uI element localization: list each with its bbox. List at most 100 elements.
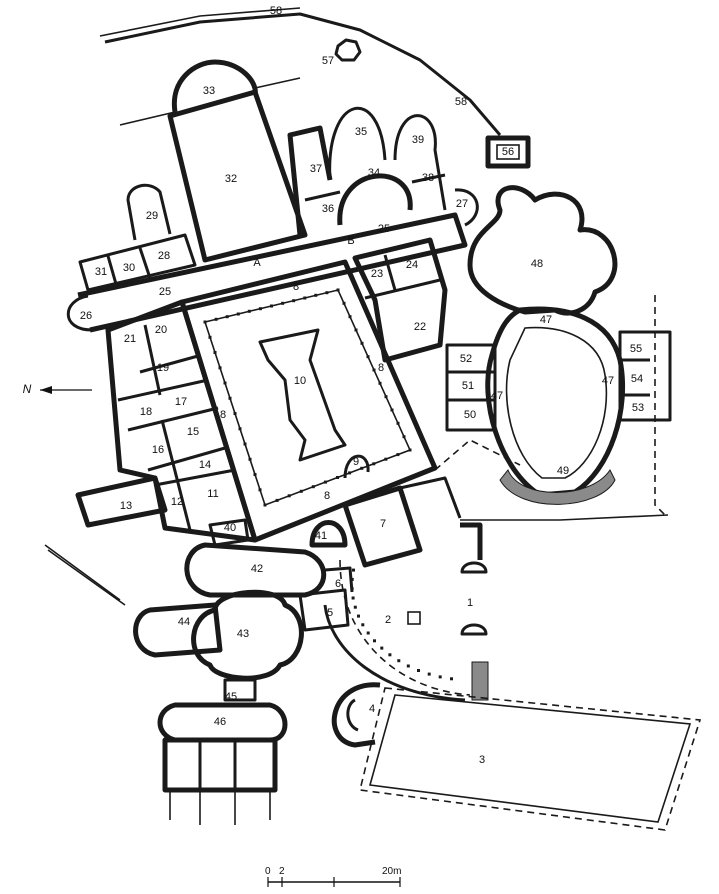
room-48-label: 48 [531, 258, 543, 270]
room-44-label: 44 [178, 616, 190, 628]
room-41-label: 41 [315, 530, 327, 542]
room-58-label-top: 58 [270, 5, 282, 17]
room-labels: 1 2 3 4 5 6 7 8 8 8 8 9 10 11 12 13 14 1… [80, 5, 644, 766]
north-arrow-head [40, 386, 52, 394]
column-marker [350, 587, 354, 591]
room-14-label: 14 [199, 459, 211, 471]
column-marker [396, 421, 400, 425]
column-marker [238, 427, 242, 431]
room-43-label: 43 [237, 628, 249, 640]
column-marker [223, 381, 227, 385]
room-17-label: 17 [175, 396, 187, 408]
scale-label-0: 0 [265, 866, 271, 877]
column-marker [281, 301, 285, 305]
column-marker [263, 503, 267, 507]
column-marker [292, 299, 296, 303]
room-2-label: 2 [385, 614, 391, 626]
column-marker [366, 355, 370, 359]
room-16-label: 16 [152, 444, 164, 456]
column-marker [372, 462, 376, 466]
room-8-label-west: 8 [220, 409, 226, 421]
room-49-label: 49 [557, 465, 569, 477]
room-29-label: 29 [146, 210, 158, 222]
room-25-label-east: 25 [378, 223, 390, 235]
column-marker [427, 672, 431, 676]
column-marker [417, 669, 420, 672]
scale-label-2: 2 [279, 866, 285, 877]
room-18-label: 18 [140, 406, 152, 418]
column-marker [323, 480, 327, 484]
column-marker [384, 457, 388, 461]
room-34-label: 34 [368, 167, 380, 179]
column-marker [348, 471, 352, 475]
column-marker [354, 328, 358, 332]
room-10-label: 10 [294, 375, 306, 387]
column-marker [390, 408, 394, 412]
room-4-label: 4 [369, 703, 375, 715]
room-5-label: 5 [327, 607, 333, 619]
column-marker [438, 675, 442, 679]
column-marker [336, 476, 339, 479]
column-marker [248, 457, 252, 461]
column-marker [357, 614, 360, 618]
column-marker [336, 288, 340, 292]
section-letter-a: A [253, 257, 261, 269]
room-15-label: 15 [187, 426, 199, 438]
room-55-label: 55 [630, 343, 642, 355]
column-marker [311, 485, 315, 489]
room-19-label: 19 [157, 362, 169, 374]
column-marker [228, 396, 232, 400]
column-marker [408, 448, 412, 452]
column-marker [299, 489, 303, 493]
room-9-label: 9 [353, 456, 359, 468]
room-22-label: 22 [414, 321, 426, 333]
room-57-label: 57 [322, 55, 334, 67]
column-marker [275, 498, 279, 502]
room-26-label: 26 [80, 310, 92, 322]
room-54-label: 54 [631, 373, 643, 385]
column-marker [213, 351, 217, 354]
column-marker [348, 315, 352, 319]
room-8-label-east: 8 [378, 362, 384, 374]
room-47-label-north: 47 [540, 314, 552, 326]
room-38-label: 38 [422, 172, 434, 184]
room-8-label-north: 8 [293, 281, 299, 293]
column-marker [361, 623, 365, 627]
column-marker [388, 653, 392, 657]
column-marker [450, 677, 453, 681]
column-marker [406, 664, 410, 668]
column-marker [353, 605, 357, 609]
column-marker [270, 304, 273, 308]
room-45-label: 45 [225, 691, 237, 703]
room-20-label: 20 [155, 324, 167, 336]
column-marker [373, 639, 376, 643]
column-marker [253, 473, 257, 476]
column-marker [218, 366, 222, 370]
column-marker [372, 368, 376, 372]
room-21-label: 21 [124, 333, 136, 345]
room-36-label: 36 [322, 203, 334, 215]
column-marker [258, 488, 262, 492]
room-51-label: 51 [462, 380, 474, 392]
room-6-label: 6 [335, 578, 341, 590]
room-56-label: 56 [502, 146, 514, 158]
room-39-label: 39 [412, 134, 424, 146]
room-32-label: 32 [225, 173, 237, 185]
column-marker [214, 317, 218, 321]
column-marker [378, 381, 382, 385]
north-arrow: N [23, 382, 92, 396]
scale-bar: 0 2 20m [265, 866, 401, 887]
room-42-label: 42 [251, 563, 263, 575]
column-marker [342, 301, 346, 305]
peristyle-columns [203, 288, 453, 681]
room-7-label: 7 [380, 518, 386, 530]
column-marker [352, 568, 355, 572]
column-marker [203, 320, 207, 324]
room-37-label: 37 [310, 163, 322, 175]
column-marker [225, 315, 229, 319]
column-marker [314, 293, 318, 297]
column-marker [287, 494, 291, 498]
column-marker [402, 435, 406, 439]
scale-label-20m: 20m [382, 866, 401, 877]
